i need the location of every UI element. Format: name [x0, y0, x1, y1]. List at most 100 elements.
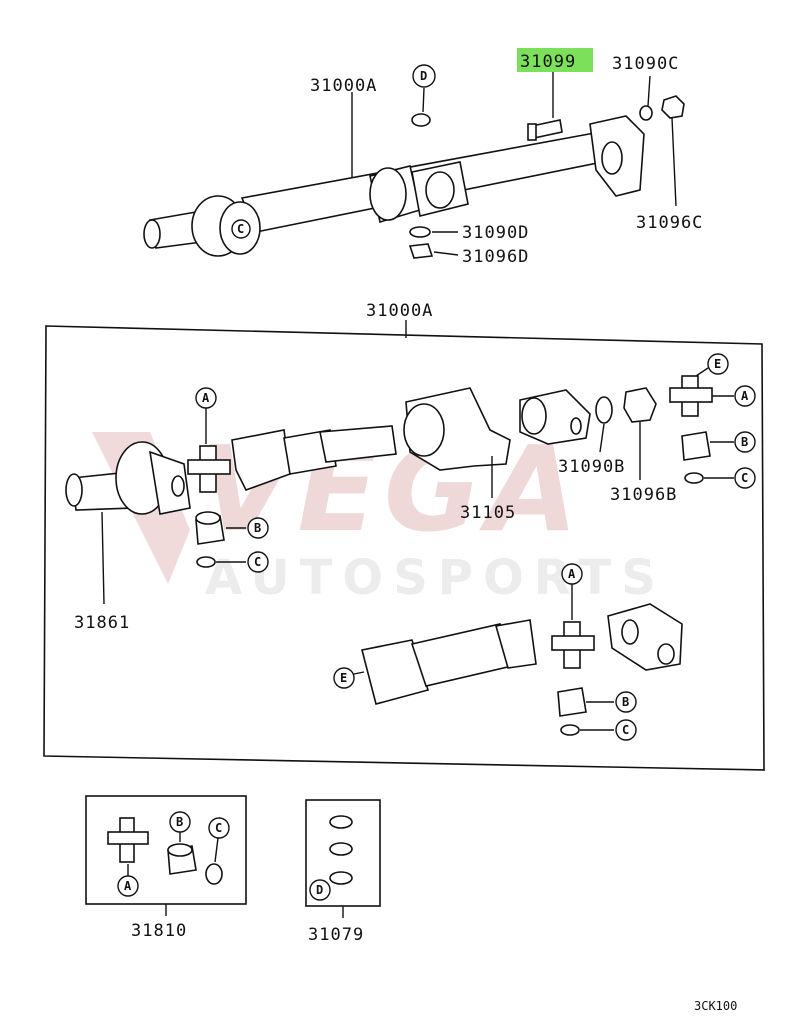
rear-yoke-bore	[601, 141, 623, 175]
top-assembly: C 31000A 31099 31090C 3109	[143, 48, 703, 267]
rear-flange-hole-1	[621, 619, 639, 645]
page-code: 3CK100	[694, 999, 737, 1013]
callout-circle-kit-b	[169, 811, 191, 833]
kit-clip	[205, 863, 223, 885]
nut-b-part	[623, 387, 657, 423]
callout-b-left: B	[254, 521, 261, 535]
leader-washer-d	[422, 87, 425, 113]
kit-joint-frame	[85, 795, 247, 905]
callout-circle-e-right	[707, 353, 729, 375]
callout-circle-kit-d	[309, 879, 331, 901]
callout-a-left: A	[202, 391, 210, 405]
callout-circle-b-left	[247, 517, 269, 539]
center-bearing-bore	[403, 403, 445, 457]
washer-d-part	[411, 113, 431, 127]
callout-circle-a-left	[195, 387, 217, 409]
clip-c-lower	[560, 724, 580, 736]
label-washer-top: 31090C	[612, 54, 679, 74]
leader-kit-c	[214, 837, 219, 863]
label-shaft-top: 31000A	[310, 76, 377, 96]
label-bolt-highlighted: 31099	[520, 52, 576, 72]
callout-circle-b-right	[734, 431, 756, 453]
callout-b-lower: B	[622, 695, 629, 709]
callout-circle-a-right-upper	[734, 385, 756, 407]
rear-tube	[410, 623, 514, 687]
rear-tube-yoke	[494, 619, 537, 669]
callout-circle-c-lower	[615, 719, 637, 741]
callout-kit-a: A	[124, 879, 132, 893]
leader-nut-mid	[433, 251, 459, 256]
kit-clips: D 31079	[305, 799, 381, 945]
spider-a-left-cross	[187, 459, 231, 475]
callout-circle-d-top	[412, 64, 436, 88]
front-joint-callout-circle	[231, 219, 251, 239]
callout-b-right: B	[741, 435, 748, 449]
label-nut-b: 31096B	[610, 485, 677, 505]
callout-circle-a-lower	[561, 563, 583, 585]
callout-e-lower: E	[340, 671, 347, 685]
callout-c-lower: C	[622, 723, 629, 737]
label-kit-clips: 31079	[308, 925, 364, 945]
label-kit-joint: 31810	[131, 921, 187, 941]
callout-circle-kit-a	[117, 875, 139, 897]
callout-c-right: C	[741, 471, 748, 485]
label-center-bearing: 31105	[460, 503, 516, 523]
nut-mid-part	[408, 243, 434, 259]
nut-top-part	[661, 95, 685, 119]
bearing-cap-b-lower	[557, 687, 587, 717]
leader-washer-b	[599, 423, 605, 453]
flange-yoke-face	[521, 397, 547, 435]
washer-b-part	[595, 396, 613, 424]
flange-shaft-end	[65, 473, 83, 507]
label-nut-mid: 31096D	[462, 247, 529, 267]
slip-yoke	[231, 429, 291, 491]
flange-ear-hole	[171, 475, 185, 497]
rear-slip-yoke	[361, 639, 430, 705]
exploded-view: 31000A A B C	[43, 301, 765, 771]
kit-spider-cross	[107, 831, 149, 845]
label-washer-b: 31090B	[558, 457, 625, 477]
callout-circle-kit-c	[208, 817, 230, 839]
callout-a-right-upper: A	[741, 389, 749, 403]
label-washer-mid: 31090D	[462, 223, 529, 243]
callout-circle-c-right	[734, 467, 756, 489]
callout-circle-e-lower	[333, 667, 355, 689]
kit-clip-2	[329, 842, 353, 856]
leader-nut-top	[671, 117, 677, 207]
bolt-head	[527, 123, 537, 141]
flange-ear	[148, 450, 191, 515]
center-bearing-ring	[369, 167, 407, 221]
callout-circle-b-lower	[615, 691, 637, 713]
label-flange: 31861	[74, 613, 130, 633]
front-stub-end	[143, 219, 161, 249]
spider-right-upper-cross	[669, 387, 713, 403]
kit-clip-3	[329, 871, 353, 885]
callout-kit-d: D	[316, 883, 323, 897]
callout-circle-c-left	[247, 551, 269, 573]
washer-top-part	[639, 105, 653, 121]
watermark-text-autosports: AUTOSPORTS	[205, 550, 666, 606]
callout-kit-c: C	[215, 821, 222, 835]
flange-yoke-hole	[570, 417, 582, 435]
callout-kit-b: B	[176, 815, 183, 829]
leader-flange	[101, 511, 105, 605]
bearing-cap-b-right	[681, 431, 711, 461]
washer-mid-part	[409, 226, 431, 238]
bearing-cap-b-left-top	[195, 511, 221, 525]
kit-bearing-cap-top	[167, 843, 193, 857]
center-joint-hub	[425, 171, 455, 209]
callout-e-right: E	[714, 357, 721, 371]
callout-d-top: D	[420, 69, 427, 83]
spline-shaft	[319, 425, 397, 463]
exploded-frame	[43, 325, 765, 771]
front-joint-callout: C	[237, 222, 244, 236]
leader-e-right-upper	[695, 367, 709, 377]
callout-c-left: C	[254, 555, 261, 569]
kit-joint: A B C 31810	[85, 795, 247, 941]
spider-a-lower-cross	[551, 635, 595, 651]
label-nut-top: 31096C	[636, 213, 703, 233]
kit-clip-1	[329, 815, 353, 829]
label-box-title: 31000A	[366, 301, 433, 321]
highlight-box	[517, 48, 593, 72]
